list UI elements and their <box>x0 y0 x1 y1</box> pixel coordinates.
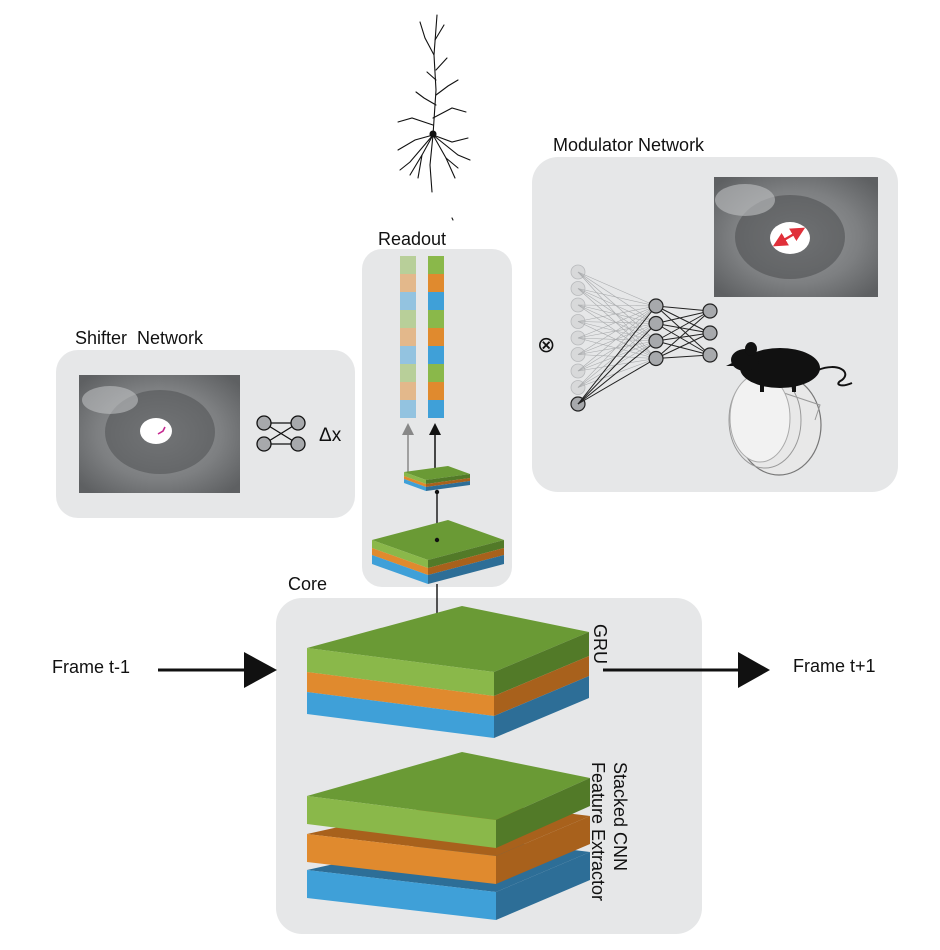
frame-output-arrow <box>603 652 770 688</box>
readout-faint-stack <box>400 256 416 418</box>
output-node <box>702 325 718 341</box>
cnn-layer-green <box>307 752 590 848</box>
faint-feature-cell <box>400 328 416 346</box>
faint-feature-cell <box>400 346 416 364</box>
gru-block <box>307 606 589 738</box>
feature-cell <box>428 382 444 400</box>
mouse-icon <box>726 342 853 392</box>
modulator-output-layer <box>702 303 718 363</box>
frame-output-label: Frame t+1 <box>793 656 876 676</box>
feature-cell <box>428 310 444 328</box>
faint-feature-cell <box>400 364 416 382</box>
readout-title: Readout <box>378 229 446 249</box>
feature-cell <box>428 274 444 292</box>
core-title: Core <box>288 574 327 594</box>
shifter-net-icon <box>256 415 306 452</box>
feature-cell <box>428 256 444 274</box>
hidden-node <box>648 350 664 367</box>
delta-x-label: Δx <box>319 425 342 446</box>
feature-cell <box>428 400 444 418</box>
gru-label: GRU <box>590 624 610 664</box>
feature-cell <box>428 364 444 382</box>
readout-small-slab <box>404 466 470 491</box>
output-node <box>702 347 718 363</box>
hidden-node <box>648 333 664 349</box>
shifter-eye-image <box>79 375 240 493</box>
neuron-icon <box>397 14 471 221</box>
faint-feature-cell <box>400 310 416 328</box>
hidden-node <box>648 298 664 314</box>
faint-feature-cell <box>400 382 416 400</box>
frame-input-label: Frame t-1 <box>52 657 130 677</box>
cnn-label-line1: Stacked CNN <box>610 762 630 871</box>
modulator-eye-image <box>714 177 878 297</box>
faint-feature-cell <box>400 274 416 292</box>
modulator-title: Modulator Network <box>553 135 705 155</box>
output-node <box>702 303 718 319</box>
readout-bold-stack <box>428 256 444 418</box>
feature-cell <box>428 328 444 346</box>
faint-feature-cell <box>400 400 416 418</box>
faint-feature-cell <box>400 256 416 274</box>
frame-input-arrow <box>158 652 277 688</box>
modulator-connections <box>577 271 711 405</box>
treadmill-icon <box>728 371 822 476</box>
hidden-node <box>648 315 664 332</box>
modulator-hidden-layer <box>648 298 664 367</box>
cnn-label-line2: Feature Extractor <box>588 762 608 901</box>
feature-cell <box>428 292 444 310</box>
multiply-symbol: ⊗ <box>537 332 555 357</box>
shifter-title: Shifter Network <box>75 328 204 348</box>
feature-cell <box>428 346 444 364</box>
faint-feature-cell <box>400 292 416 310</box>
